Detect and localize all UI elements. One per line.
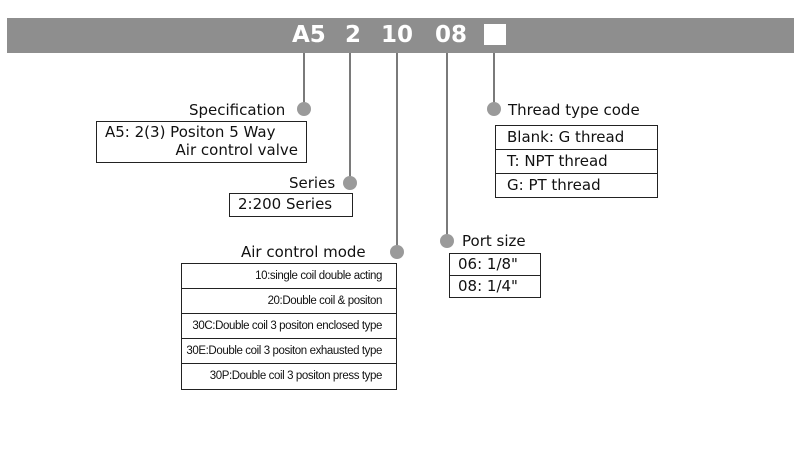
specification-box: A5: 2(3) Positon 5 Way Air control valve [96,121,307,163]
thread-type-option: T: NPT thread [496,150,657,174]
port-size-label: Port size [462,232,526,250]
code-spec: A5 [292,22,326,48]
air-mode-option: 30E:Double coil 3 positon exhausted type [182,339,396,364]
specification-marker-icon [297,102,311,116]
port-size-option: 06: 1/8" [450,254,540,276]
code-thread-placeholder [484,24,506,45]
air-control-mode-table: 10:single coil double acting 20:Double c… [181,263,397,390]
thread-type-table: Blank: G thread T: NPT thread G: PT thre… [495,125,658,198]
specification-line-1: A5: 2(3) Positon 5 Way [105,123,276,141]
air-control-mode-marker-icon [390,245,404,259]
model-code-bar [7,18,794,53]
code-port-size: 08 [435,22,468,48]
air-control-mode-label: Air control mode [241,243,366,261]
specification-line-2: Air control valve [175,141,298,159]
thread-type-marker-icon [487,102,501,116]
code-air-mode: 10 [381,22,414,48]
port-size-table: 06: 1/8" 08: 1/4" [449,253,541,298]
code-series: 2 [345,22,362,48]
series-value: 2:200 Series [238,195,333,213]
air-mode-option: 30P:Double coil 3 positon press type [209,370,383,382]
specification-label: Specification [189,101,286,119]
series-box: 2:200 Series [229,193,353,217]
air-mode-option: 30C:Double coil 3 positon enclosed type [182,314,396,339]
port-size-option: 08: 1/4" [458,277,518,295]
series-label: Series [289,174,336,192]
air-mode-option: 20:Double coil & positon [182,289,396,314]
series-marker-icon [343,176,357,190]
thread-type-option: G: PT thread [507,176,601,194]
port-size-marker-icon [440,234,454,248]
thread-type-label: Thread type code [508,101,640,119]
air-mode-option: 10:single coil double acting [182,264,396,289]
thread-type-option: Blank: G thread [496,126,657,150]
